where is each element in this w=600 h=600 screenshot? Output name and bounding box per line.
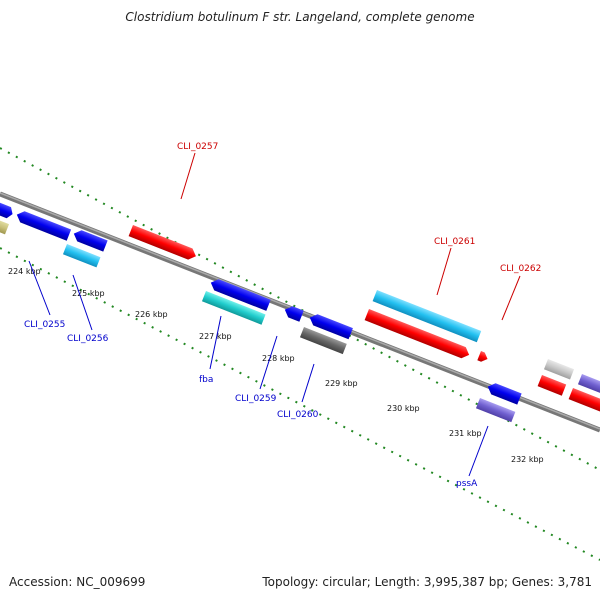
topology-summary: Topology: circular; Length: 3,995,387 bp…	[262, 575, 592, 589]
gene-label-CLI_0262[interactable]: CLI_0262	[500, 264, 541, 274]
gene-pssA-blue[interactable]	[486, 381, 522, 405]
gene-CLI_0257[interactable]	[128, 225, 199, 262]
tick-label: 224 kbp	[8, 267, 41, 276]
gene-label-fba[interactable]: fba	[199, 375, 213, 385]
forward-genes	[128, 225, 600, 414]
gene-pssA[interactable]	[475, 398, 516, 423]
gene-label-CLI_0259[interactable]: CLI_0259	[235, 394, 277, 404]
reverse-genes	[0, 202, 522, 423]
gene-label-CLI_0257[interactable]: CLI_0257	[177, 142, 218, 152]
gene-red-right-1[interactable]	[537, 375, 567, 396]
gene-lightgray[interactable]	[543, 359, 575, 380]
gene-label-CLI_0255[interactable]: CLI_0255	[24, 320, 65, 330]
tick-label: 227 kbp	[199, 332, 232, 341]
tick-label: 228 kbp	[262, 354, 295, 363]
kbp-ticks: 224 kbp 225 kbp 226 kbp 227 kbp 228 kbp …	[8, 267, 544, 464]
tick-label: 229 kbp	[325, 379, 358, 388]
gene-label-CLI_0260[interactable]: CLI_0260	[277, 410, 319, 420]
gene-purple-right[interactable]	[577, 374, 600, 394]
gene-label-CLI_0256[interactable]: CLI_0256	[67, 334, 109, 344]
gene-small-red[interactable]	[477, 351, 489, 364]
gene-CLI_0255[interactable]	[15, 209, 72, 241]
tick-label: 230 kbp	[387, 404, 420, 413]
accession-text: Accession: NC_009699	[9, 575, 146, 589]
gene-red-right-2[interactable]	[568, 388, 600, 414]
gene-fba-blue[interactable]	[209, 277, 271, 311]
gene-CLI_0256-blue[interactable]	[72, 228, 108, 252]
gene-CLI_0262-red[interactable]	[364, 309, 472, 360]
gene-olive-left[interactable]	[0, 219, 10, 235]
gene-label-CLI_0261[interactable]: CLI_0261	[434, 237, 475, 247]
tick-label: 226 kbp	[135, 310, 168, 319]
outer-tick-track	[0, 147, 600, 471]
gene-CLI_0259[interactable]	[283, 304, 304, 322]
forward-gene-labels: CLI_0257 CLI_0261 CLI_0262	[177, 142, 541, 321]
tick-label: 231 kbp	[449, 429, 482, 438]
reverse-gene-labels: CLI_0255 CLI_0256 fba CLI_0259 CLI_0260 …	[24, 260, 489, 489]
gene-CLI_0256[interactable]	[62, 244, 101, 268]
gene-fba[interactable]	[201, 291, 266, 325]
map-title: Clostridium botulinum F str. Langeland, …	[125, 10, 475, 24]
gene-CLI_0261[interactable]	[372, 290, 482, 343]
gene-CLI_0260[interactable]	[299, 327, 347, 355]
gene-CLI_0260-blue[interactable]	[308, 312, 353, 340]
gene-blue-left[interactable]	[0, 202, 15, 220]
tick-label: 232 kbp	[511, 455, 544, 464]
tick-label: 225 kbp	[72, 289, 105, 298]
gene-label-pssA[interactable]: pssA	[456, 479, 478, 489]
